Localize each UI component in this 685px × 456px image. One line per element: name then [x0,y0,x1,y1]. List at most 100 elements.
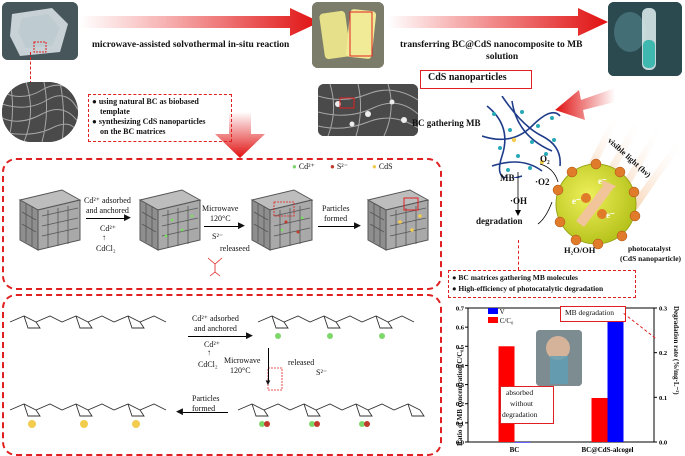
bc-note-2: template [100,107,130,116]
chart-y2label: Degradation rate (%/mg·L⁻¹) [672,306,680,395]
bc-notes-box [88,94,232,142]
y2-tick-label: 0.1 [659,395,667,402]
bc-gathering-label: BC gathering MB [412,118,481,128]
y-tick-label: 0.2 [456,401,464,408]
chain-arrow-down [268,348,269,382]
y-tick-label: 0.7 [456,306,465,313]
process-arrow-down [215,112,265,158]
vial-inset-image [536,330,582,386]
o2-radical-label: ·O2 [535,177,550,187]
chain-arrow-2-head: ◀ [176,406,183,416]
cube-cd-adsorbed [138,189,202,251]
chain-particles: Particles [192,394,220,403]
chain-released: released [288,358,315,367]
y-tick-label: 0.1 [456,420,464,427]
legend-cds: ● CdS [372,162,393,171]
oh-label: ·OH [510,196,528,206]
cube-adsorb-2: and anchored [86,206,129,215]
cube-s-ion: S²⁻ [212,232,224,241]
bar-c-1 [591,397,608,442]
degradation-label: degradation [476,216,523,226]
chain-arrow-1-head: ▶ [246,330,253,340]
cube-up-arrow: ↑ [102,233,106,242]
composite-image [312,2,384,68]
photo-notes-box [448,270,636,298]
chain-adsorb-1: Cd²⁺ adsorbed [192,314,239,323]
catalyst-label-2: (CdS nanoparticle) [620,254,682,263]
catalyst-label-1: photocatalyst [628,244,671,253]
chain-process-box [2,294,442,456]
legend-c-swatch [488,317,498,323]
legend-v-swatch [488,308,498,314]
e-label-2: e⁻ [572,196,581,206]
cds-catalyst [552,158,641,250]
bc-note-4: on the BC matrices [100,127,166,136]
cube-formed: formed [324,214,348,223]
cube-arrow-1-head: ▶ [124,212,131,222]
cds-sem-image [318,84,418,136]
s-dot-icon: ● [330,162,335,171]
process-arrow-1 [80,8,320,36]
x-tick-label: BC [510,446,520,454]
absorbed-box [500,386,554,424]
mb-label: MB [500,173,515,183]
chain-cdcl2: CdCl₂ [198,360,218,369]
y2-tick-label: 0.3 [659,306,668,313]
cube-microwave: Microwave [202,204,239,213]
legend-s: ● S²⁻ [330,162,348,171]
process-arrow-2 [388,8,608,36]
x-tick-label: BC@CdS-alcogel [581,446,633,454]
chain-adsorb-2: and anchored [194,324,237,333]
thiourea-icon [207,257,223,277]
chain-up-arrow: ↑ [207,348,211,357]
y-tick-label: 0.5 [456,344,465,351]
step2-label-2: solution [486,52,519,62]
chain-arrow-1 [188,336,250,337]
absorbed-label-1: absorbed [506,388,534,397]
h2o-label: H₂O/OH [564,245,596,255]
chain-s-ion: S²⁻ [316,368,328,377]
chart-legend-v: V [488,308,505,316]
bc-fiber-texture [2,82,78,142]
step1-label: microwave-assisted solvothermal in-situ … [92,40,290,50]
reaction-arrows [515,163,559,225]
cube-released: releaseed [220,244,250,253]
chain-cd-ion: Cd²⁺ [204,340,220,349]
chain-arrow-2 [180,412,228,413]
e-label-1: e⁻ [598,176,607,186]
bar-v-0 [514,442,531,443]
cube-arrow-1 [86,218,128,219]
cube-adsorb-1: Cd²⁺ adsorbed [84,196,131,205]
cube-arrow-3 [318,226,358,227]
y2-tick-label: 0.2 [659,350,667,357]
vial-inset [536,330,582,386]
absorbed-label-2: without [510,399,533,408]
cellulose-chains [9,315,425,428]
zoom-line [30,52,32,84]
chain-formed: formed [192,404,216,413]
cube-bc [18,189,82,251]
y-tick-label: 0.3 [456,382,465,389]
bc-sem-photo [2,82,78,142]
mb-degradation-label: MB degradation [565,308,614,317]
chart-ylabel: Ratio of MB concentration(C/C₀) [456,347,464,446]
chart-legend-c: C/C₀ [488,317,513,325]
cube-process-box [2,158,442,290]
cube-particles: Particles [322,204,350,213]
vial-image [608,2,682,76]
chain-arrow-down-head: ▼ [264,378,272,387]
cube-cds-formed [366,189,430,251]
cube-arrow-2-head: ▶ [238,220,245,230]
y-tick-label: 0.4 [456,363,465,370]
bar-v-1 [607,308,624,442]
bc-note-1: ● using natural BC as biobased [92,97,199,106]
notes-link-line [518,240,519,270]
cube-arrow-2 [204,226,242,227]
chain-microwave: Microwave [224,356,261,365]
y-tick-label: 0.0 [456,440,464,447]
cd-dot-icon: ● [292,162,297,171]
cds-label-box [420,70,532,89]
bc-note-3: ● synthesizing CdS nanoparticles [92,117,206,126]
chain-temp: 120°C [230,366,251,375]
composite-photo [312,2,384,68]
